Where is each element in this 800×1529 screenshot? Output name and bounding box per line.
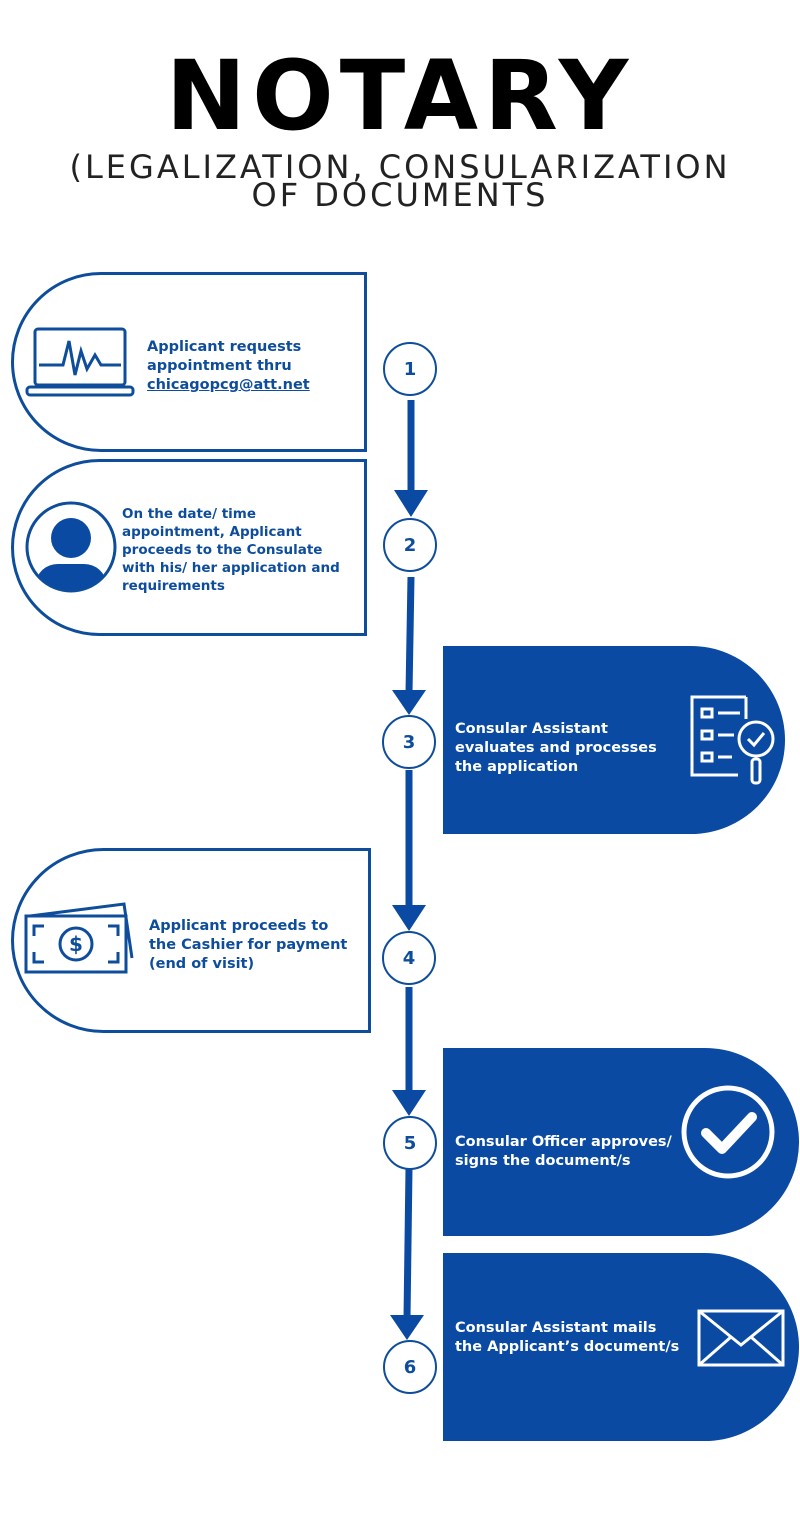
subtitle-line-1: (LEGALIZATION, CONSULARIZATION — [69, 148, 731, 186]
arrow-2-3 — [405, 576, 415, 694]
arrowhead-4 — [392, 905, 426, 931]
step-6-card — [443, 1253, 799, 1441]
subtitle-line-2: OF DOCUMENTS — [251, 176, 549, 214]
page-title: NOTARY — [165, 40, 635, 152]
step-4-card — [11, 848, 371, 1033]
step-2-text: On the date/ time appointment, Applicant… — [122, 506, 340, 594]
step-1-line-1: Applicant requests — [147, 339, 302, 355]
step-6-text: Consular Assistant mails the Applicant’s… — [455, 1320, 680, 1355]
step-3-card — [443, 646, 785, 834]
step-5-card — [443, 1048, 799, 1236]
envelope-icon — [697, 1309, 785, 1367]
step-1-email-link[interactable]: chicagopcg@att.net — [147, 377, 310, 393]
arrowhead-2 — [394, 490, 428, 517]
arrowhead-6 — [390, 1315, 424, 1340]
step-number-6: 6 — [383, 1340, 437, 1394]
step-number-3: 3 — [382, 715, 436, 769]
step-1-card — [11, 272, 367, 452]
step-1-line-2: appointment thru — [147, 358, 292, 374]
step-4-text: Applicant proceeds to the Cashier for pa… — [149, 918, 348, 972]
arrow-5-6 — [403, 1167, 413, 1319]
step-number-2: 2 — [383, 518, 437, 572]
arrowhead-3 — [392, 690, 426, 715]
step-number-1: 1 — [383, 342, 437, 396]
step-1-text: Applicant requests appointment thru chic… — [147, 338, 357, 395]
step-number-4: 4 — [382, 931, 436, 985]
step-number-5: 5 — [383, 1116, 437, 1170]
step-5-text: Consular Officer approves/ signs the doc… — [455, 1134, 672, 1169]
user-avatar-icon — [25, 501, 117, 593]
laptop-pulse-icon — [25, 327, 135, 397]
checklist-magnifier-icon — [690, 695, 775, 785]
step-3-text: Consular Assistant evaluates and process… — [455, 721, 657, 775]
svg-text:$: $ — [69, 932, 83, 956]
page-subtitle: (LEGALIZATION, CONSULARIZATION OF DOCUME… — [40, 148, 760, 214]
arrowhead-5 — [392, 1090, 426, 1116]
checkmark-circle-icon — [681, 1085, 775, 1179]
cash-bill-icon: $ — [24, 902, 134, 974]
